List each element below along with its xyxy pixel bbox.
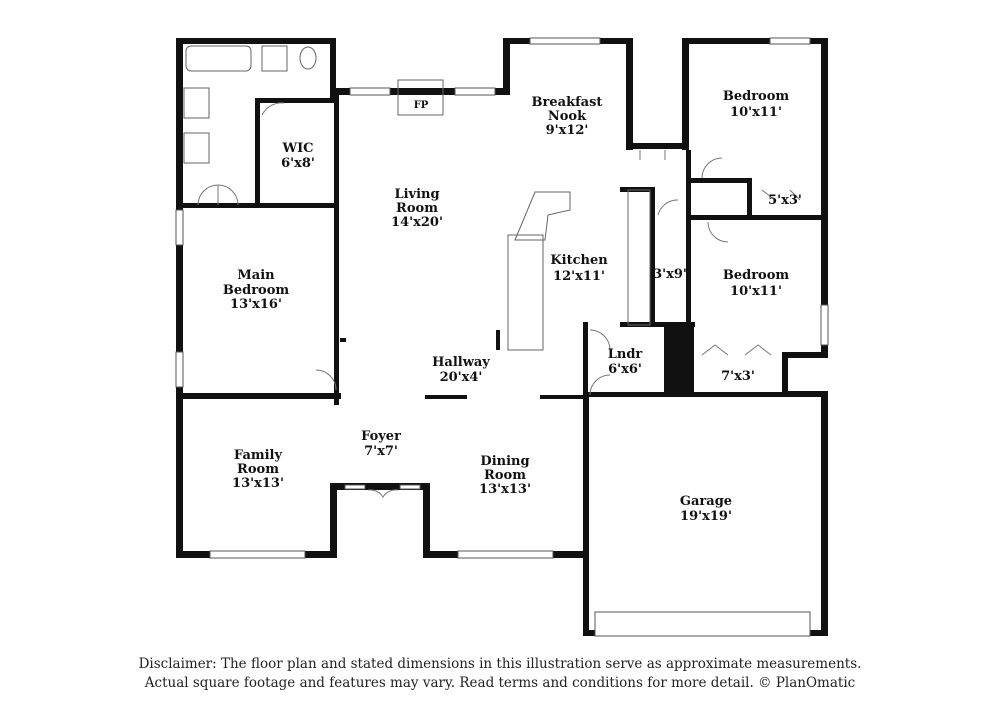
bathtub-icon	[185, 45, 252, 72]
shower-icon	[261, 45, 288, 72]
doors	[197, 102, 801, 498]
room-name: Nook	[548, 109, 587, 124]
room-dims: 14'x20'	[391, 215, 443, 230]
room-kitchen: Kitchen 12'x11'	[550, 253, 608, 284]
room-labels: Breakfast Nook 9'x12' Bedroom 10'x11' WI…	[223, 89, 802, 524]
room-name: Garage	[680, 494, 732, 509]
kitchen-counter-icon	[507, 234, 544, 351]
room-dims: 6'x6'	[608, 362, 642, 377]
room-family: Family Room 13'x13'	[232, 448, 284, 491]
room-bedroom-top: Bedroom 10'x11'	[723, 89, 790, 120]
sink-icon	[183, 87, 210, 119]
room-hallway: Hallway 20'x4'	[432, 355, 490, 385]
room-name: Family	[234, 448, 283, 463]
room-dims: 10'x11'	[730, 284, 782, 299]
room-living: Living Room 14'x20'	[391, 187, 443, 230]
room-dims: 13'x16'	[230, 297, 282, 312]
room-dims: 13'x13'	[232, 476, 284, 491]
room-dims: 9'x12'	[546, 123, 589, 138]
room-name: Breakfast	[532, 95, 603, 110]
room-name: Room	[484, 468, 526, 483]
disclaimer: Disclaimer: The floor plan and stated di…	[0, 655, 1000, 693]
room-dims: 19'x19'	[680, 509, 732, 524]
room-garage: Garage 19'x19'	[680, 494, 732, 524]
room-dims: 10'x11'	[730, 105, 782, 120]
kitchen-cabinet-icon	[627, 189, 651, 326]
closet-dims: 3'x9'	[653, 267, 687, 282]
room-name: WIC	[281, 141, 313, 156]
room-dims: 20'x4'	[440, 370, 483, 385]
fireplace-label: FP	[414, 100, 429, 111]
kitchen-island-icon	[514, 191, 571, 241]
room-name: Room	[396, 201, 438, 216]
room-name: Main	[237, 268, 275, 283]
room-name: Kitchen	[550, 253, 608, 268]
room-name: Dining	[480, 454, 529, 469]
room-bedroom-mid: Bedroom 10'x11'	[723, 268, 790, 299]
room-name: Foyer	[361, 429, 401, 444]
room-dims: 13'x13'	[479, 482, 531, 497]
room-name: Living	[394, 187, 439, 202]
closet-dims: 5'x3'	[768, 193, 802, 208]
room-name: Bedroom	[723, 89, 790, 104]
sink-icon	[183, 132, 210, 164]
room-name: Bedroom	[723, 268, 790, 283]
room-dims: 6'x8'	[281, 156, 315, 171]
room-dining: Dining Room 13'x13'	[479, 454, 531, 497]
fixtures	[183, 45, 651, 351]
room-breakfast-nook: Breakfast Nook 9'x12'	[532, 95, 603, 138]
room-wic: WIC 6'x8'	[281, 141, 315, 171]
windows	[175, 37, 829, 637]
walls	[176, 38, 828, 636]
room-name: Bedroom	[223, 283, 290, 298]
room-laundry: Lndr 6'x6'	[608, 347, 643, 377]
disclaimer-line-2: Actual square footage and features may v…	[144, 675, 856, 691]
room-dims: 12'x11'	[553, 269, 605, 284]
fireplace-icon	[397, 79, 444, 116]
room-name: Room	[237, 462, 279, 477]
room-dims: 7'x7'	[364, 444, 398, 459]
room-name: Lndr	[608, 347, 643, 362]
disclaimer-line-1: Disclaimer: The floor plan and stated di…	[138, 656, 862, 672]
room-name: Hallway	[432, 355, 490, 370]
room-foyer: Foyer 7'x7'	[361, 429, 401, 459]
toilet-icon	[299, 46, 317, 70]
room-main-bedroom: Main Bedroom 13'x16'	[223, 268, 290, 312]
closet-dims: 7'x3'	[721, 369, 755, 384]
